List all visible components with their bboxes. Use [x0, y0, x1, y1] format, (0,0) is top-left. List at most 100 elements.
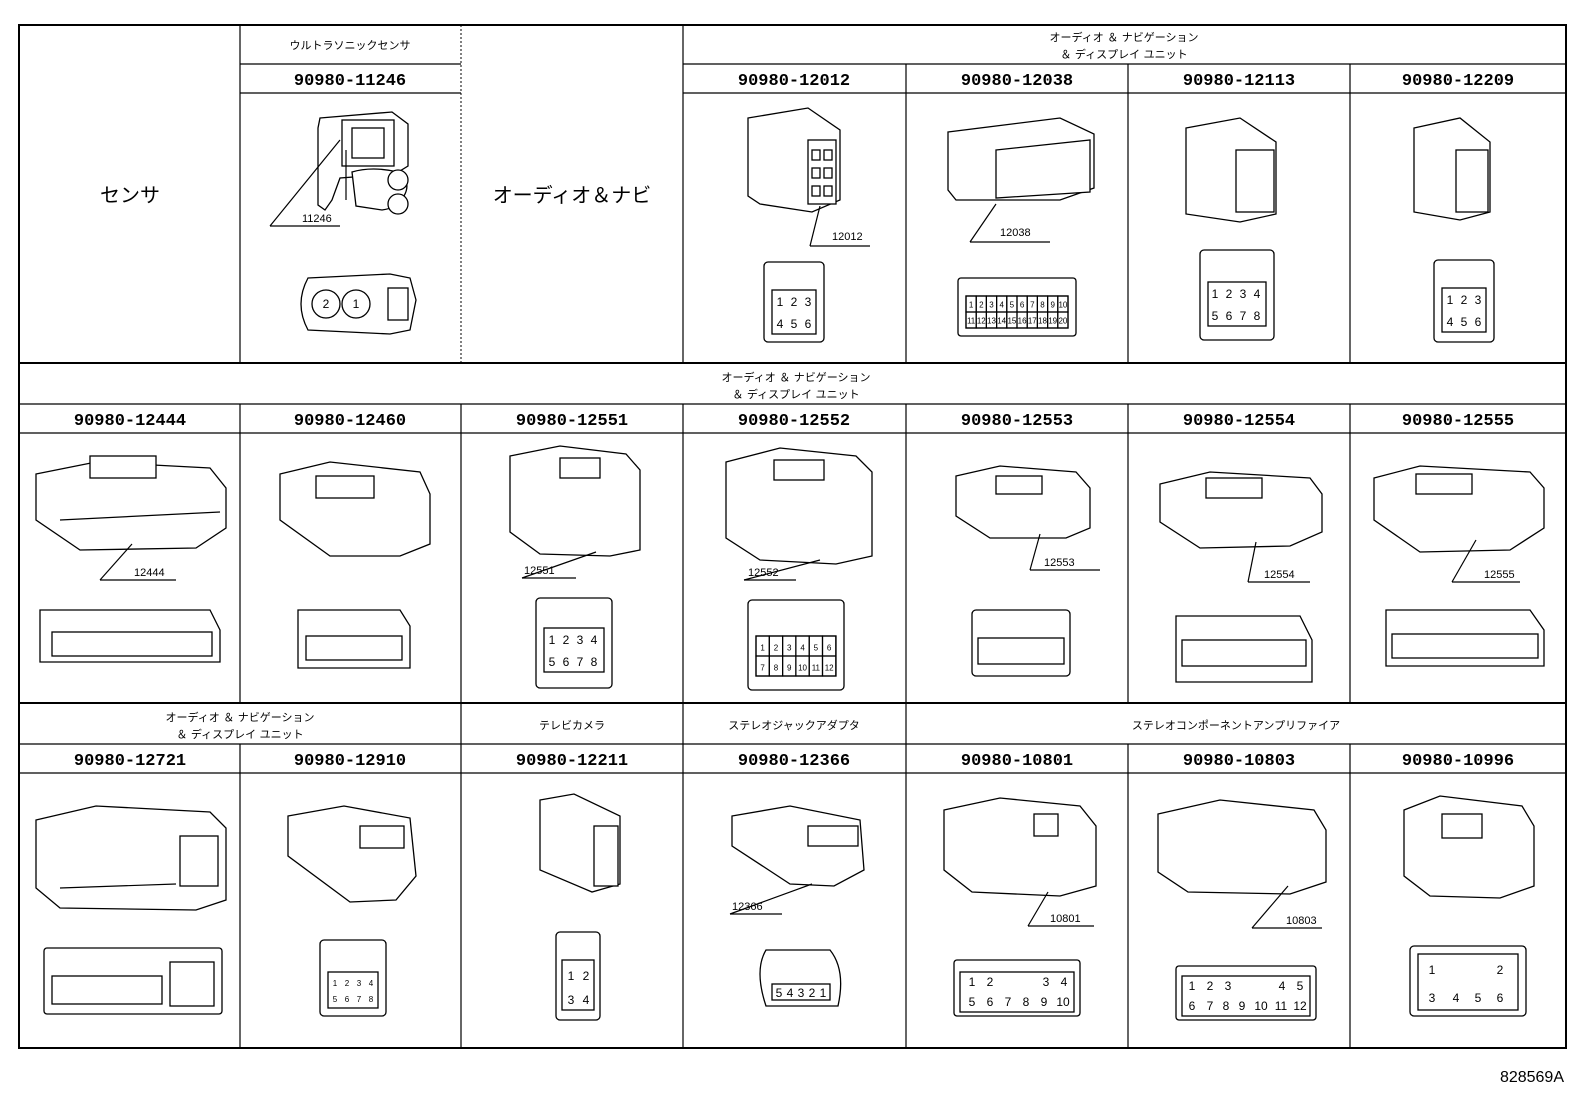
callout-label: 12551	[524, 565, 555, 577]
pin-label: 3	[357, 979, 362, 988]
pin-label: 3	[805, 295, 812, 309]
pin-label: 8	[1023, 995, 1030, 1009]
pin-label: 7	[577, 655, 584, 669]
pin-face-12209: 1 2 3 4 5 6	[1433, 259, 1495, 343]
pin-label: 1	[969, 975, 976, 989]
pin-label: 3	[1225, 979, 1232, 993]
pin-label: 1	[1212, 287, 1219, 301]
pin-label: 8	[774, 663, 779, 672]
connector-drawing-12113	[1185, 117, 1277, 223]
callout-label: 12444	[134, 567, 165, 579]
connector-drawing-12012: 12012	[747, 107, 870, 247]
part-number: 90980-12554	[1183, 412, 1295, 431]
pin-label: 12	[1293, 999, 1307, 1013]
pin-label: 2	[563, 633, 570, 647]
connector-drawing-12460	[279, 461, 431, 557]
pin-face-10801: 1 2 3 4 5 6 7 8 9 10	[953, 959, 1081, 1017]
pin-label: 3	[1240, 287, 1247, 301]
callout-label: 12552	[748, 567, 779, 579]
pin-label: 1	[777, 295, 784, 309]
pin-label: 6	[1189, 999, 1196, 1013]
group-label-line1: オーディオ ＆ ナビゲーション	[1049, 30, 1198, 44]
pin-label: 2	[345, 979, 350, 988]
pin-label: 8	[1223, 999, 1230, 1013]
connector-drawing-12910	[287, 805, 417, 903]
pin-label: 7	[760, 663, 765, 672]
stereo-jack-adapter-label: ステレオジャックアダプタ	[728, 718, 859, 732]
part-number: 90980-12444	[74, 412, 186, 431]
pin-label: 2	[809, 986, 816, 1000]
pin-label: 9	[1050, 301, 1055, 310]
pin-label: 2	[1207, 979, 1214, 993]
pin-label: 10	[798, 663, 807, 672]
pin-face-12366: 5 4 3 2 1	[759, 949, 842, 1007]
pin-label: 7	[1207, 999, 1214, 1013]
pin-label: 6	[563, 655, 570, 669]
part-number: 90980-12113	[1183, 72, 1295, 91]
pin-label: 20	[1058, 317, 1067, 326]
pin-label: 19	[1048, 317, 1057, 326]
pin-label: 5	[333, 995, 338, 1004]
pin-label: 8	[369, 995, 374, 1004]
pin-label: 16	[1018, 317, 1027, 326]
pin-label: 11	[812, 663, 821, 672]
part-number: 90980-10803	[1183, 752, 1295, 771]
pin-label: 1	[820, 986, 827, 1000]
pin-label: 3	[787, 643, 792, 652]
pin-label: 12	[977, 317, 986, 326]
callout-label: 12038	[1000, 227, 1031, 239]
part-number: 90980-12012	[738, 72, 850, 91]
pin-label: 7	[1005, 995, 1012, 1009]
part-number: 90980-10801	[961, 752, 1073, 771]
pin-label: 1	[568, 969, 575, 983]
pin-label: 4	[787, 986, 794, 1000]
part-number: 90980-12460	[294, 412, 406, 431]
part-number: 90980-12721	[74, 752, 186, 771]
stereo-amp-label: ステレオコンポーネントアンプリファイア	[1132, 719, 1340, 732]
pin-face-12554	[1175, 615, 1313, 683]
group-label-line2: ＆ ディスプレイ ユニット	[176, 727, 303, 741]
part-number: 90980-12552	[738, 412, 850, 431]
pin-label: 4	[1453, 991, 1460, 1005]
pin-label: 2	[1461, 293, 1468, 307]
pin-label: 5	[776, 986, 783, 1000]
pin-label: 5	[1461, 315, 1468, 329]
pin-face-10803: 1 2 3 4 5 6 7 8 9 10 11 12	[1175, 965, 1317, 1021]
pin-face-12211: 1 2 3 4	[555, 931, 601, 1021]
pin-label: 6	[1475, 315, 1482, 329]
callout-label: 12366	[732, 901, 763, 913]
document-reference: 828569A	[1499, 1069, 1564, 1086]
pin-label: 10	[1058, 301, 1067, 310]
pin-label: 18	[1038, 317, 1047, 326]
pin-label: 8	[1254, 309, 1261, 323]
ultrasonic-sensor-label: ウルトラソニックセンサ	[290, 39, 411, 52]
pin-label: 17	[1028, 317, 1037, 326]
connector-drawing-12209	[1413, 117, 1491, 221]
pin-label: 10	[1254, 999, 1268, 1013]
connector-drawing-12211	[539, 793, 621, 893]
pin-label: 9	[1239, 999, 1246, 1013]
pin-label: 1	[549, 633, 556, 647]
pin-label: 5	[1475, 991, 1482, 1005]
pin-label: 3	[1429, 991, 1436, 1005]
pin-label: 5	[1010, 301, 1015, 310]
part-number: 90980-12551	[516, 412, 628, 431]
pin-face-12444	[39, 609, 221, 663]
pin-face-12553	[971, 609, 1071, 677]
connector-drawing-12721	[35, 805, 227, 911]
callout-label: 11246	[302, 213, 332, 225]
pin-label: 1	[1189, 979, 1196, 993]
pin-label: 2	[979, 301, 984, 310]
pin-label: 5	[1297, 979, 1304, 993]
part-number: 90980-12910	[294, 752, 406, 771]
pin-face-12012: 1 2 3 4 5 6	[763, 261, 825, 343]
pin-face-10996: 1 2 3 4 5 6	[1409, 945, 1527, 1017]
connector-drawing-12038: 12038	[947, 117, 1095, 243]
pin-face-12910: 1 2 3 4 5 6 7 8	[319, 939, 387, 1017]
category-audio-nav: オーディオ＆ナビ	[493, 183, 652, 207]
pin-label: 4	[1254, 287, 1261, 301]
pin-label: 4	[1061, 975, 1068, 989]
pin-cell	[821, 655, 837, 677]
group-label-line2: ＆ ディスプレイ ユニット	[732, 387, 859, 401]
connector-drawing-11246: 11246	[269, 111, 409, 227]
